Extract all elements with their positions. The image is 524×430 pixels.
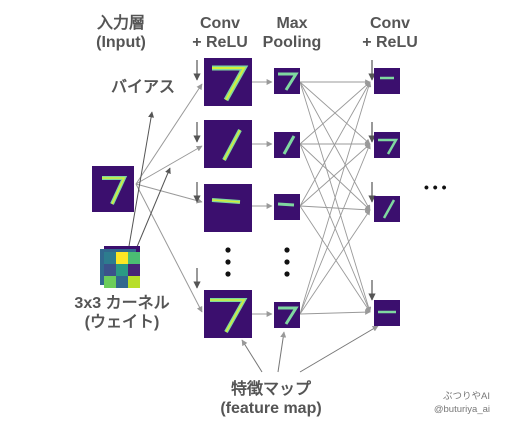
pool-title-line2: Pooling [262, 34, 322, 51]
kernel-cell [128, 276, 140, 288]
conv2-map-4 [374, 300, 400, 326]
kernel-label-line1: 3x3 カーネル [74, 295, 170, 312]
kernel-cell [104, 252, 116, 264]
conv1-map-1 [204, 58, 252, 106]
feature-map-arrows [241, 325, 379, 373]
conv1-to-pool-arrows [252, 79, 273, 317]
conv2-title: Conv + ReLU [350, 14, 430, 52]
kernel-label-line2: (ウェイト) [84, 314, 160, 331]
pool-title: Max Pooling [252, 14, 332, 52]
ellipsis-horizontal: • • • [424, 179, 447, 195]
input-layer-title-line1: 入力層 [96, 15, 145, 32]
conv2-map-2 [374, 132, 400, 158]
kernel-arrows [127, 111, 171, 255]
kernel-cell [104, 276, 116, 288]
conv2-title-line1: Conv [370, 15, 410, 32]
kernel-cell [116, 252, 128, 264]
kernel-cell [116, 276, 128, 288]
pool-title-line1: Max [276, 15, 308, 32]
pool-map-4 [274, 302, 300, 328]
input-map [92, 166, 134, 212]
kernel-label: 3x3 カーネル (ウェイト) [52, 294, 192, 332]
brand-label: ぶつりやAI [443, 391, 490, 402]
input-layer-title-line2: (Input) [96, 34, 146, 51]
conv1-title-line2: + ReLU [192, 34, 248, 51]
pool-to-conv2-arrows [299, 79, 372, 315]
conv2-title-line2: + ReLU [362, 34, 418, 51]
input-layer-title: 入力層 (Input) [86, 14, 156, 52]
conv2-map-1 [374, 68, 400, 94]
pool-map-2 [274, 132, 300, 158]
handle-label: @buturiya_ai [433, 404, 490, 415]
feature-map-label: 特徴マップ (feature map) [206, 380, 336, 418]
conv1-title: Conv + ReLU [180, 14, 260, 52]
feature-map-label-line2: (feature map) [220, 400, 322, 417]
bias-arrows [193, 60, 376, 301]
feature-map-label-line1: 特徴マップ [230, 381, 311, 398]
kernel-cell [116, 264, 128, 276]
conv1-map-2 [204, 120, 252, 168]
conv2-map-3 [374, 196, 400, 222]
input-to-conv1-arrows [135, 83, 203, 313]
kernel-cell [128, 252, 140, 264]
conv1-map-3 [204, 184, 252, 232]
kernel-cell [104, 264, 116, 276]
kernel-grid [104, 252, 140, 288]
ellipsis-vertical-pool [284, 247, 290, 277]
kernel-cell [128, 264, 140, 276]
ellipsis-vertical-conv1 [225, 247, 231, 277]
pool-map-3 [274, 194, 300, 220]
bias-label: バイアス [110, 79, 175, 96]
conv1-title-line1: Conv [200, 15, 240, 32]
pool-map-1 [274, 68, 300, 94]
conv1-map-4 [204, 290, 252, 338]
